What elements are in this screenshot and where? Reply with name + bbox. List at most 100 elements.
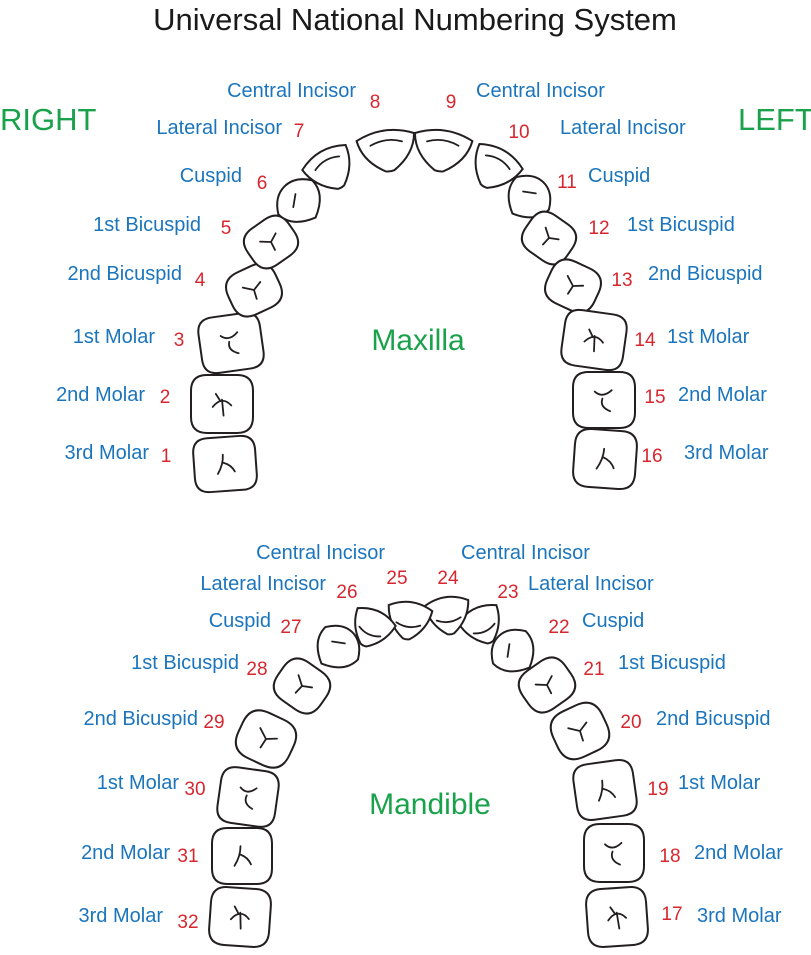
tooth-groove [435, 616, 462, 624]
tooth-name-label: Central Incisor [461, 542, 590, 564]
tooth-28 [272, 657, 332, 715]
tooth-groove [542, 226, 560, 246]
tooth-name-label: 2nd Molar [56, 384, 145, 406]
tooth-groove [211, 392, 233, 417]
tooth-groove [567, 721, 588, 742]
tooth-2 [190, 374, 254, 434]
tooth-15 [572, 371, 636, 429]
tooth-name-label: Lateral Incisor [200, 573, 326, 595]
tooth-31 [211, 827, 273, 885]
tooth-number-label: 24 [437, 568, 459, 589]
tooth-groove [566, 275, 585, 295]
tooth-number-label: 5 [221, 218, 232, 239]
tooth-groove [472, 622, 496, 635]
tooth-groove [607, 906, 627, 930]
tooth-groove [426, 139, 460, 147]
tooth-groove [241, 281, 262, 300]
tooth-name-label: 2nd Bicuspid [67, 263, 182, 285]
tooth-outline [387, 600, 434, 641]
tooth-number-label: 3 [174, 330, 185, 351]
tooth-18 [583, 823, 645, 883]
tooth-name-label: 1st Molar [97, 772, 180, 794]
tooth-number-label: 10 [508, 122, 529, 143]
tooth-number-label: 2 [160, 387, 171, 408]
tooth-name-label: 3rd Molar [79, 905, 164, 927]
tooth-groove [229, 905, 250, 930]
tooth-25 [387, 600, 434, 641]
tooth-name-label: Cuspid [209, 610, 271, 632]
tooth-number-label: 14 [634, 330, 656, 351]
tooth-name-label: 1st Bicuspid [93, 214, 201, 236]
right-side-label: RIGHT [0, 102, 97, 137]
tooth-21 [517, 656, 577, 714]
tooth-name-label: 3rd Molar [684, 442, 769, 464]
tooth-number-label: 8 [370, 92, 381, 113]
tooth-groove [314, 155, 341, 172]
tooth-groove [484, 154, 511, 171]
tooth-3 [197, 311, 265, 375]
tooth-name-label: Cuspid [588, 165, 650, 187]
tooth-name-label: 2nd Bicuspid [83, 708, 198, 730]
tooth-number-label: 16 [641, 446, 662, 467]
mandible-label: Mandible [369, 788, 491, 821]
left-side-label: LEFT [738, 102, 811, 137]
tooth-name-label: 1st Molar [667, 326, 750, 348]
tooth-name-label: 1st Molar [678, 772, 761, 794]
tooth-20 [549, 701, 611, 761]
tooth-groove [534, 675, 553, 695]
tooth-groove [593, 389, 613, 413]
tooth-name-label: 2nd Molar [678, 384, 767, 406]
tooth-groove [331, 640, 346, 645]
tooth-groove [219, 331, 240, 355]
tooth-9 [413, 128, 474, 173]
tooth-4 [225, 262, 283, 318]
tooth-13 [544, 258, 602, 314]
tooth-number-label: 4 [195, 270, 206, 291]
tooth-groove [583, 328, 604, 353]
tooth-outline [457, 603, 500, 645]
tooth-name-label: 1st Bicuspid [618, 652, 726, 674]
tooth-outline [216, 766, 280, 828]
tooth-number-label: 17 [661, 904, 682, 925]
tooth-name-label: 2nd Bicuspid [656, 708, 771, 730]
tooth-27 [316, 624, 361, 669]
tooth-19 [572, 758, 638, 822]
tooth-groove [239, 786, 258, 810]
tooth-groove [358, 625, 382, 638]
tooth-number-label: 23 [497, 582, 518, 603]
tooth-number-label: 26 [336, 582, 357, 603]
tooth-1 [192, 434, 258, 494]
tooth-22 [490, 628, 535, 673]
tooth-name-label: 1st Bicuspid [131, 652, 239, 674]
tooth-name-label: 3rd Molar [65, 442, 150, 464]
tooth-26 [354, 606, 397, 648]
tooth-16 [572, 428, 638, 490]
tooth-name-label: Central Incisor [476, 80, 605, 102]
tooth-groove [506, 643, 511, 658]
tooth-name-label: Central Incisor [256, 542, 385, 564]
tooth-groove [598, 779, 616, 802]
tooth-number-label: 15 [644, 387, 665, 408]
tooth-number-label: 19 [647, 779, 668, 800]
tooth-number-label: 31 [177, 846, 198, 867]
tooth-number-label: 1 [161, 446, 172, 467]
tooth-7 [301, 143, 351, 190]
chart-title: Universal National Numbering System [153, 2, 677, 37]
tooth-name-label: Lateral Incisor [156, 117, 282, 139]
tooth-outline [423, 595, 470, 636]
tooth-number-label: 27 [280, 617, 301, 638]
tooth-outline [490, 628, 535, 673]
tooth-outline [355, 128, 416, 173]
tooth-24 [423, 595, 470, 636]
tooth-number-label: 6 [257, 173, 268, 194]
tooth-groove [259, 727, 278, 749]
tooth-number-label: 7 [294, 121, 305, 142]
tooth-name-label: Central Incisor [227, 80, 356, 102]
tooth-groove [595, 447, 615, 470]
tooth-groove [233, 845, 252, 867]
tooth-number-label: 30 [184, 779, 205, 800]
tooth-groove [522, 190, 537, 195]
tooth-name-label: 2nd Molar [694, 842, 783, 864]
teeth-layer [190, 128, 649, 948]
